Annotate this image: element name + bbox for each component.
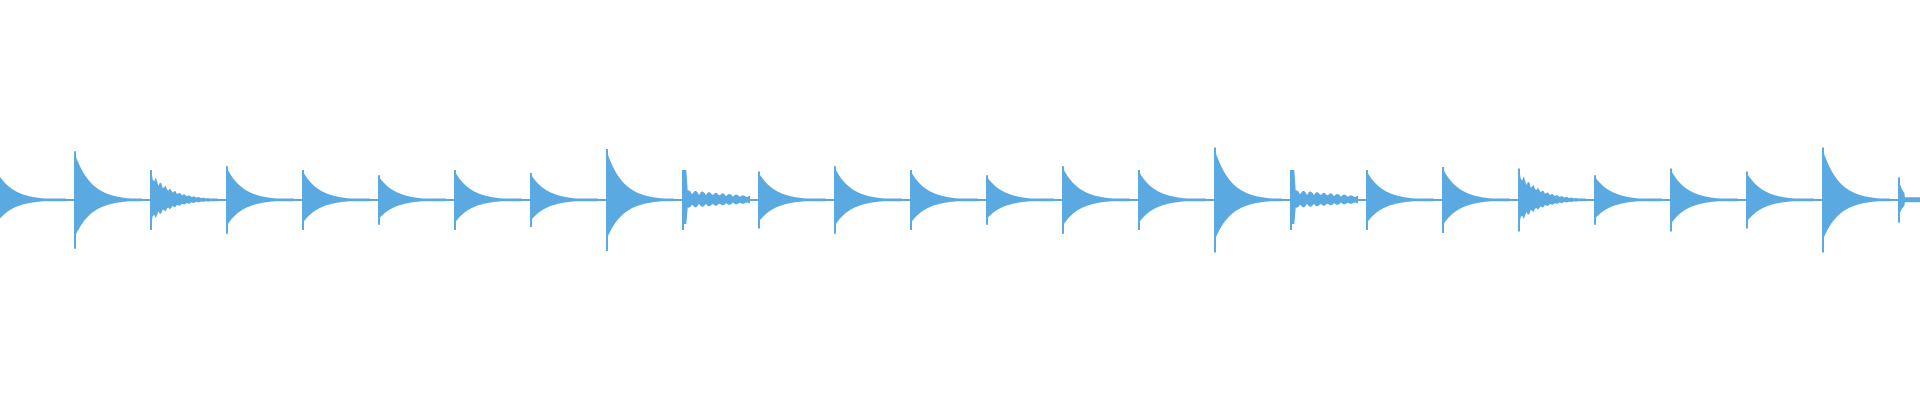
waveform-hit [302,170,370,224]
waveform-hit [454,170,522,224]
waveform-hit [758,171,826,223]
waveform-hit [1138,170,1206,224]
waveform-hit [1898,177,1920,218]
waveform-hit [910,170,978,224]
waveform-hit [1442,167,1510,227]
waveform-hit [682,170,750,224]
waveform-hit [226,166,294,227]
waveform-hit [1290,170,1358,224]
waveform-hit [1214,147,1282,242]
waveform-hit [834,166,902,227]
waveform-hit [1062,166,1130,227]
waveform-hit [986,175,1054,220]
waveform-hit [74,151,142,239]
waveform-hit [1366,170,1434,224]
waveform-hit [530,173,598,222]
waveform-hit [1822,147,1890,242]
waveform-hits [0,147,1920,253]
waveform-hit [1518,170,1586,224]
waveform-hit [1670,168,1738,226]
waveform-hit [1746,171,1814,223]
waveform-hit [378,175,446,220]
waveform-hit [150,172,218,223]
waveform-hit [0,176,66,219]
waveform-hit [1594,175,1662,220]
waveform-hit [606,149,674,241]
